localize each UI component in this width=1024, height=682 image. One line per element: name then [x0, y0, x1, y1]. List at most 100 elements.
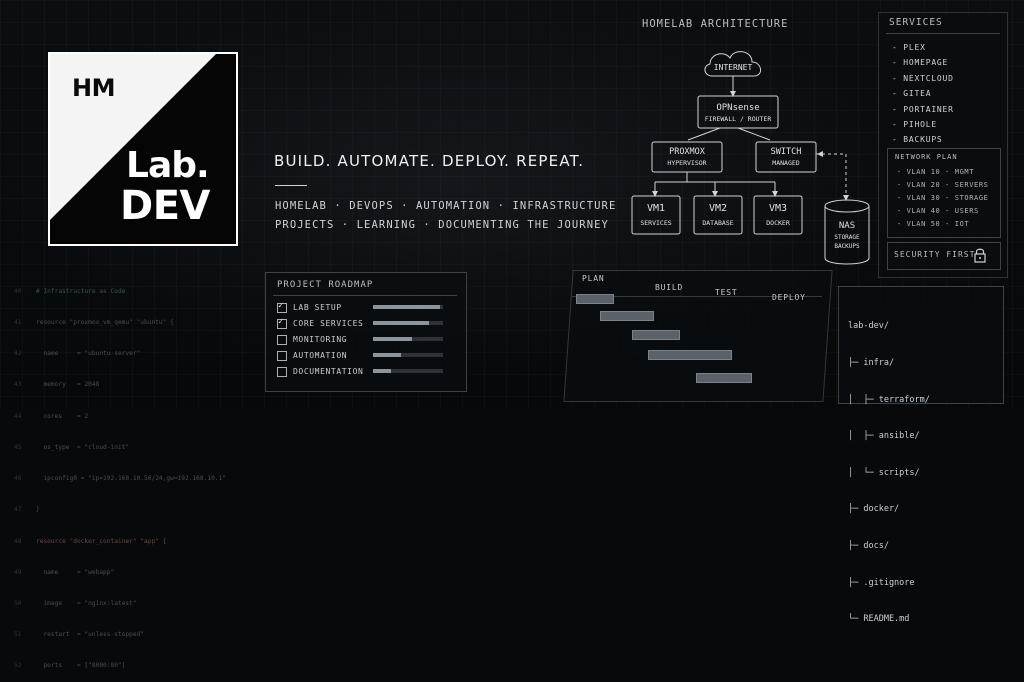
roadmap-divider [273, 295, 457, 296]
code-line: 44 cores = 2 [14, 412, 89, 420]
vlan-item: - VLAN 20 - SERVERS [897, 181, 989, 189]
tree-item[interactable]: │ ├─ terraform/ [848, 394, 930, 405]
topics-line-2: PROJECTS · LEARNING · DOCUMENTING THE JO… [275, 219, 609, 231]
roadmap-item-label: AUTOMATION [293, 351, 348, 360]
firewall-name: OPNsense [716, 103, 759, 113]
gantt-task-bar [600, 311, 654, 321]
gantt-task-bar [632, 330, 680, 340]
checkbox-unchecked[interactable] [277, 351, 287, 361]
checkbox-unchecked[interactable] [277, 367, 287, 377]
switch-name: SWITCH [771, 147, 802, 157]
progress-bar [373, 353, 443, 357]
nas-cylinder-body [824, 206, 870, 265]
service-item: - NEXTCLOUD [892, 73, 954, 83]
code-line: 40# Infrastructure as Code [14, 287, 126, 295]
roadmap-title: PROJECT ROADMAP [277, 280, 374, 290]
logo-mark-shape [48, 52, 238, 246]
roadmap-item-label: MONITORING [293, 335, 348, 344]
checkbox-checked[interactable] [277, 301, 287, 313]
gantt-divider [572, 296, 822, 297]
network-plan-panel [887, 148, 1001, 238]
tagline: BUILD. AUTOMATE. DEPLOY. REPEAT. [274, 152, 585, 170]
nas-cylinder-top [824, 199, 870, 213]
code-line: 49 name = "webapp" [14, 568, 115, 576]
progress-fill [373, 337, 412, 341]
tree-item[interactable]: │ └─ scripts/ [848, 467, 920, 478]
architecture-diagram: INTERNET OPNsense FIREWALL / ROUTER PROX… [631, 51, 870, 265]
services-title: SERVICES [889, 17, 943, 28]
file-tree: lab-dev/ ├─ infra/ │ ├─ terraform/ │ ├─ … [848, 296, 930, 638]
vm2-name: VM2 [709, 203, 727, 214]
code-line: 42 name = "ubuntu-server" [14, 350, 141, 358]
service-item: - PLEX [892, 43, 926, 52]
code-line: 46 ipconfig0 = "ip=192.168.10.50/24,gw=1… [14, 475, 226, 483]
vm3-box [753, 195, 803, 235]
roadmap-item-label: DOCUMENTATION [293, 367, 364, 376]
gantt-task-bar [648, 350, 732, 360]
tree-item[interactable]: │ ├─ ansible/ [848, 431, 920, 442]
proxmox-role: HYPERVISOR [667, 159, 706, 167]
service-item: - GITEA [892, 89, 932, 99]
switch-box [755, 141, 817, 173]
service-item: - PORTAINER [892, 104, 954, 114]
gantt-header-test: TEST [715, 288, 738, 297]
gantt-header-deploy: DEPLOY [772, 293, 806, 302]
service-item: - HOMEPAGE [892, 58, 949, 68]
firewall-role: FIREWALL / ROUTER [705, 115, 772, 123]
progress-fill [373, 353, 401, 357]
progress-bar [373, 369, 443, 373]
tree-item[interactable]: ├─ infra/ [848, 358, 895, 369]
code-line: 43 memory = 2048 [14, 381, 100, 389]
roadmap-item-label: LAB SETUP [293, 303, 342, 312]
roadmap-item-label: CORE SERVICES [293, 319, 364, 328]
proxmox-name: PROXMOX [669, 147, 706, 157]
gantt-task-bar [576, 294, 614, 304]
code-line: 51 restart = "unless-stopped" [14, 631, 145, 639]
vlan-item: - VLAN 30 - STORAGE [897, 194, 989, 202]
progress-bar [373, 321, 443, 325]
hmlab-dev-logo: HM Lab. DEV [48, 52, 238, 246]
tree-item[interactable]: └─ README.md [848, 614, 910, 625]
vlan-item: - VLAN 40 - USERS [897, 207, 979, 215]
progress-fill [373, 305, 440, 309]
vm3-role: DOCKER [766, 219, 790, 227]
tree-item[interactable]: lab-dev/ [848, 321, 889, 332]
vlan-item: - VLAN 10 - MGMT [897, 168, 975, 176]
vm1-name: VM1 [647, 203, 665, 214]
logo-lab-text: Lab. [126, 145, 210, 186]
code-line: 45 os_type = "cloud-init" [14, 443, 130, 451]
code-line: 47} [14, 506, 40, 514]
vm1-role: SERVICES [640, 219, 671, 227]
tagline-divider [275, 185, 307, 186]
security-label: SECURITY FIRST [894, 250, 976, 259]
progress-fill [373, 321, 429, 325]
gantt-header-build: BUILD [655, 283, 684, 292]
progress-bar [373, 337, 443, 341]
architecture-title: HOMELAB ARCHITECTURE [642, 18, 789, 30]
nas-name: NAS [839, 221, 855, 231]
code-line: 50 image = "nginx:latest" [14, 600, 137, 607]
topics-line-1: HOMELAB · DEVOPS · AUTOMATION · INFRASTR… [275, 200, 617, 212]
checkbox-checked[interactable] [277, 317, 287, 329]
logo-hm-text: HM [72, 74, 115, 102]
progress-fill [373, 369, 391, 373]
tree-item[interactable]: ├─ .gitignore [848, 577, 915, 588]
service-item: - BACKUPS [892, 135, 943, 145]
vm2-role: DATABASE [702, 219, 733, 227]
progress-bar [373, 305, 443, 309]
checkbox-unchecked[interactable] [277, 335, 287, 345]
logo-dev-text: DEV [120, 183, 210, 229]
tree-item[interactable]: ├─ docker/ [848, 504, 900, 515]
switch-role: MANAGED [772, 159, 799, 167]
vm1-box [631, 195, 681, 235]
service-item: - PIHOLE [892, 120, 937, 130]
gantt-header-plan: PLAN [582, 274, 605, 283]
code-line: 52 ports = ["8080:80"] [14, 662, 126, 670]
tree-item[interactable]: ├─ docs/ [848, 541, 889, 552]
network-plan-title: NETWORK PLAN [895, 153, 958, 161]
internet-label: INTERNET [714, 63, 753, 72]
services-list: - PLEX - HOMEPAGE - NEXTCLOUD - GITEA - … [892, 40, 954, 148]
vlan-item: - VLAN 50 - IOT [897, 220, 970, 228]
